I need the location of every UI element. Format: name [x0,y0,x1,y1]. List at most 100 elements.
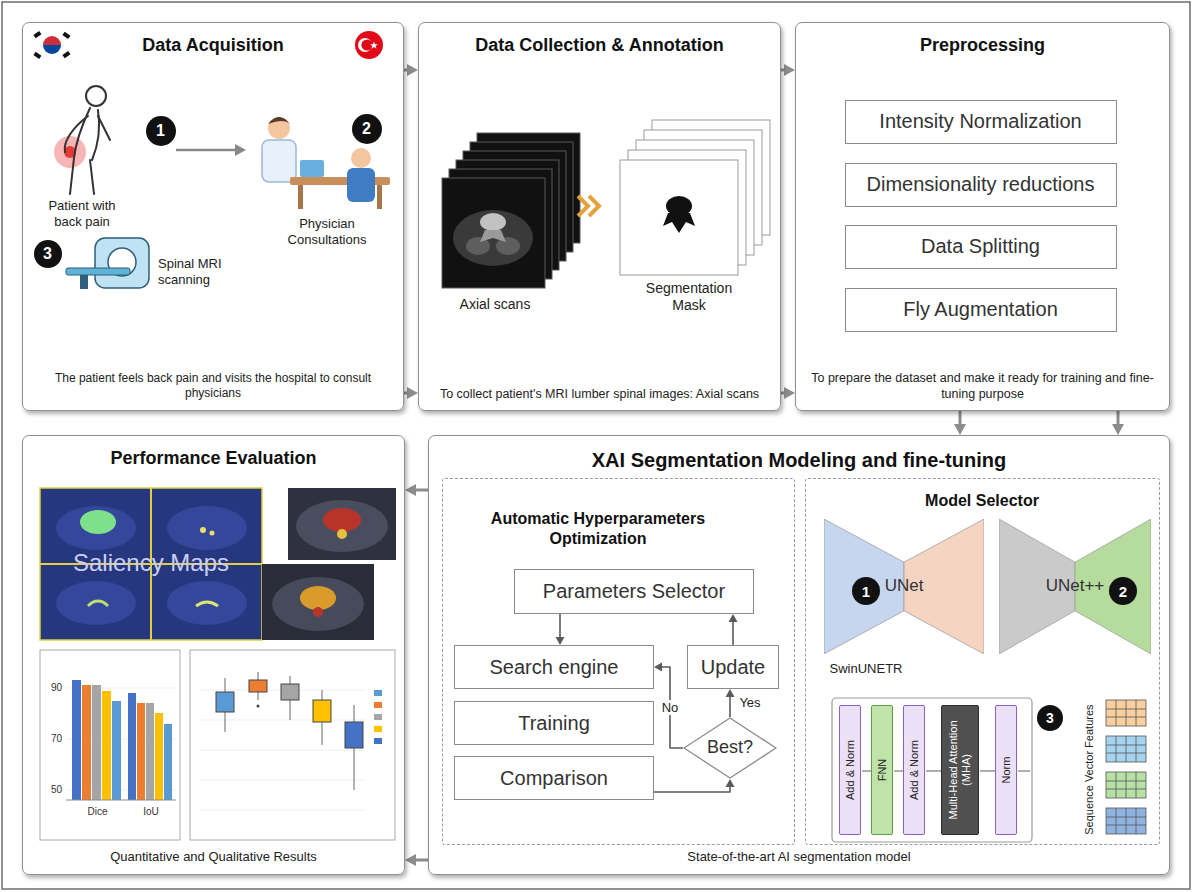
label-box: 90 [42,682,62,694]
connector-line [732,621,734,645]
part-label: Axial scans [440,296,550,313]
connector-line [654,786,730,792]
connector-line [729,696,731,717]
transformer-frame [832,698,1032,842]
box-label: Training [518,712,590,735]
part-label: 70 [42,733,62,745]
connector-line [415,859,428,862]
panel-title: XAI Segmentation Modeling and fine-tunin… [592,447,1006,473]
panel-caption: To prepare the dataset and make it ready… [806,370,1159,403]
rotated-label: Sequence Vector Features [1082,705,1095,835]
panel-title: Preprocessing [920,34,1045,57]
callout-text: 3 [1046,711,1054,725]
physician-scene [262,117,390,209]
panel-title: Data Acquisition [142,34,283,57]
arrow-head [407,64,418,76]
layer-label: FNN [873,709,891,831]
box-label: Comparison [500,767,608,790]
panel-caption: To collect patient's MRI lumber spinal i… [440,386,759,402]
callout-text: 2 [362,121,371,137]
label-box: 70 [42,733,62,745]
feature-grids [1106,700,1146,834]
connector [781,64,795,76]
part-label: Spinal MRI scanning [158,256,254,287]
bar-chart [40,650,180,840]
box-label: Parameters Selector [543,580,725,603]
callout-number: 3 [34,240,62,268]
callout-text: 1 [862,584,870,599]
panel-title: Performance Evaluation [110,447,316,470]
decision-diamond: Best? [683,717,777,779]
label-box: 50 [42,784,62,796]
layer-block: Norm [995,705,1017,835]
label-box: Dice [70,806,125,818]
arrow-head [654,663,662,672]
connector [556,614,565,645]
mri-scanner [66,238,149,289]
connector [954,411,966,435]
callout-text: 2 [1119,584,1127,599]
part-label: IoU [126,806,176,818]
connector-line [415,489,428,492]
box-label: Fly Augmentation [903,298,1058,321]
layer-block: Multi-Head Attention (MHA) [941,705,979,835]
box-plot [190,650,395,840]
panel-caption: The patient feels back pain and visits t… [33,371,393,402]
box-label: Update [701,656,766,679]
part-label: 50 [42,784,62,796]
part-label: Saliency Maps [45,549,257,578]
part-label: Dice [70,806,125,818]
model-shape: UNet [824,519,984,654]
arrow-head [726,779,735,787]
arrow-head [1112,424,1124,435]
process-box: Comparison [454,756,654,800]
label-box: Spinal MRI scanning [158,256,254,287]
box-label: Search engine [490,656,619,679]
layer-label: Add & Norm [841,709,859,831]
stage-panel: Data Collection & AnnotationTo collect p… [418,22,781,411]
callout-text: 1 [156,123,165,139]
connector [781,387,795,399]
callout-number: 2 [352,114,382,144]
chevrons [578,196,599,216]
callout-number: 1 [146,116,176,146]
label-box: Physician Consultations [262,216,392,247]
connector [654,663,683,749]
connector [654,779,735,792]
connector-line [959,411,962,425]
stage-panel: Performance EvaluationQuantitative and Q… [22,435,405,875]
turkey-flag [355,31,383,59]
panel-caption: Quantitative and Qualitative Results [110,849,317,866]
panel-title: Model Selector [925,491,1039,512]
patient-figure [54,86,110,194]
group-box: Automatic Hyperparameters OptimizationPa… [442,478,795,845]
arrow-head [726,689,735,697]
axial-scan-stack [442,133,580,288]
part-label: Patient with back pain [40,198,124,229]
arrow-head [407,387,418,399]
edge-label-box: No [660,700,681,716]
flow-arrow [176,144,246,156]
model-name: UNet [885,577,924,596]
mask-stack [620,120,770,275]
arrow-head [405,854,416,866]
overlay-images [262,488,396,640]
connector-line [404,392,408,395]
process-box: Intensity Normalization [845,100,1117,144]
connector [1112,411,1124,435]
box-label: Data Splitting [921,235,1040,258]
arrow-head [405,484,416,496]
label-box: Saliency Maps [45,549,257,578]
connector-line [1117,411,1120,425]
layer-block: Add & Norm [839,705,861,835]
label-box: Sequence Vector Features [1082,705,1095,835]
arrow-head [954,424,966,435]
arrow-head [784,387,795,399]
layer-label: Add & Norm [905,709,923,831]
process-box: Update [687,645,779,689]
connector-line [404,69,408,72]
label-box: IoU [126,806,176,818]
